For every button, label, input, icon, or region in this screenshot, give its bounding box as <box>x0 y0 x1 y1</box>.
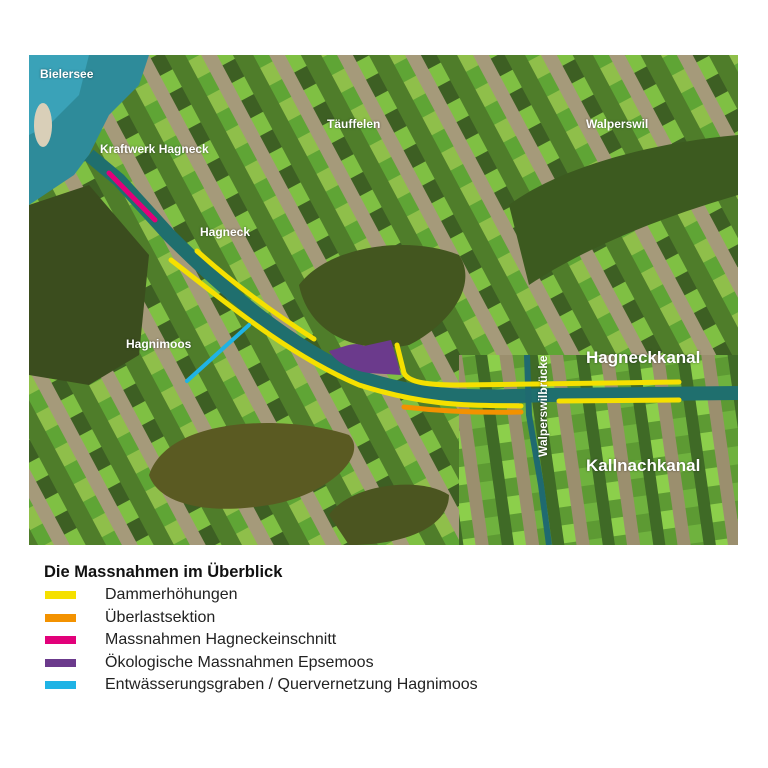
orange-swatch-icon <box>45 613 76 622</box>
legend-item-hagnimoos: Entwässerungsgraben / Quervernetzung Hag… <box>44 674 478 697</box>
legend-label: Massnahmen Hagneckeinschnitt <box>105 631 337 649</box>
label-walperswilbruecke: Walperswilbrücke <box>536 355 550 457</box>
legend-item-hagneckeinschnitt: Massnahmen Hagneckeinschnitt <box>44 629 478 652</box>
legend-label: Entwässerungsgraben / Quervernetzung Hag… <box>105 676 478 694</box>
map-graphics <box>29 55 738 545</box>
map-legend: Die Massnahmen im Überblick Dammerhöhung… <box>44 563 478 697</box>
legend-item-ueberlastsektion: Überlastsektion <box>44 607 478 630</box>
label-hagneckkanal: Hagneckkanal <box>586 348 701 367</box>
label-walperswil: Walperswil <box>586 117 649 131</box>
label-bielersee: Bielersee <box>40 67 94 81</box>
aerial-map: Bielersee Kraftwerk Hagneck Täuffelen Wa… <box>29 55 738 545</box>
legend-item-epsemoos: Ökologische Massnahmen Epsemoos <box>44 652 478 675</box>
label-hagneck: Hagneck <box>200 225 251 239</box>
legend-label: Dammerhöhungen <box>105 586 238 604</box>
label-taeuffelen: Täuffelen <box>327 117 381 131</box>
legend-title: Die Massnahmen im Überblick <box>44 563 283 581</box>
label-kallnachkanal: Kallnachkanal <box>586 456 701 475</box>
purple-swatch-icon <box>45 658 76 667</box>
label-kraftwerk-hagneck: Kraftwerk Hagneck <box>100 142 209 156</box>
yellow-swatch-icon <box>45 591 76 600</box>
magenta-swatch-icon <box>45 636 76 645</box>
blue-swatch-icon <box>45 681 76 690</box>
legend-label: Ökologische Massnahmen Epsemoos <box>105 653 374 671</box>
label-hagnimoos: Hagnimoos <box>126 337 192 351</box>
legend-label: Überlastsektion <box>105 608 216 626</box>
legend-item-dammerhoehungen: Dammerhöhungen <box>44 584 478 607</box>
